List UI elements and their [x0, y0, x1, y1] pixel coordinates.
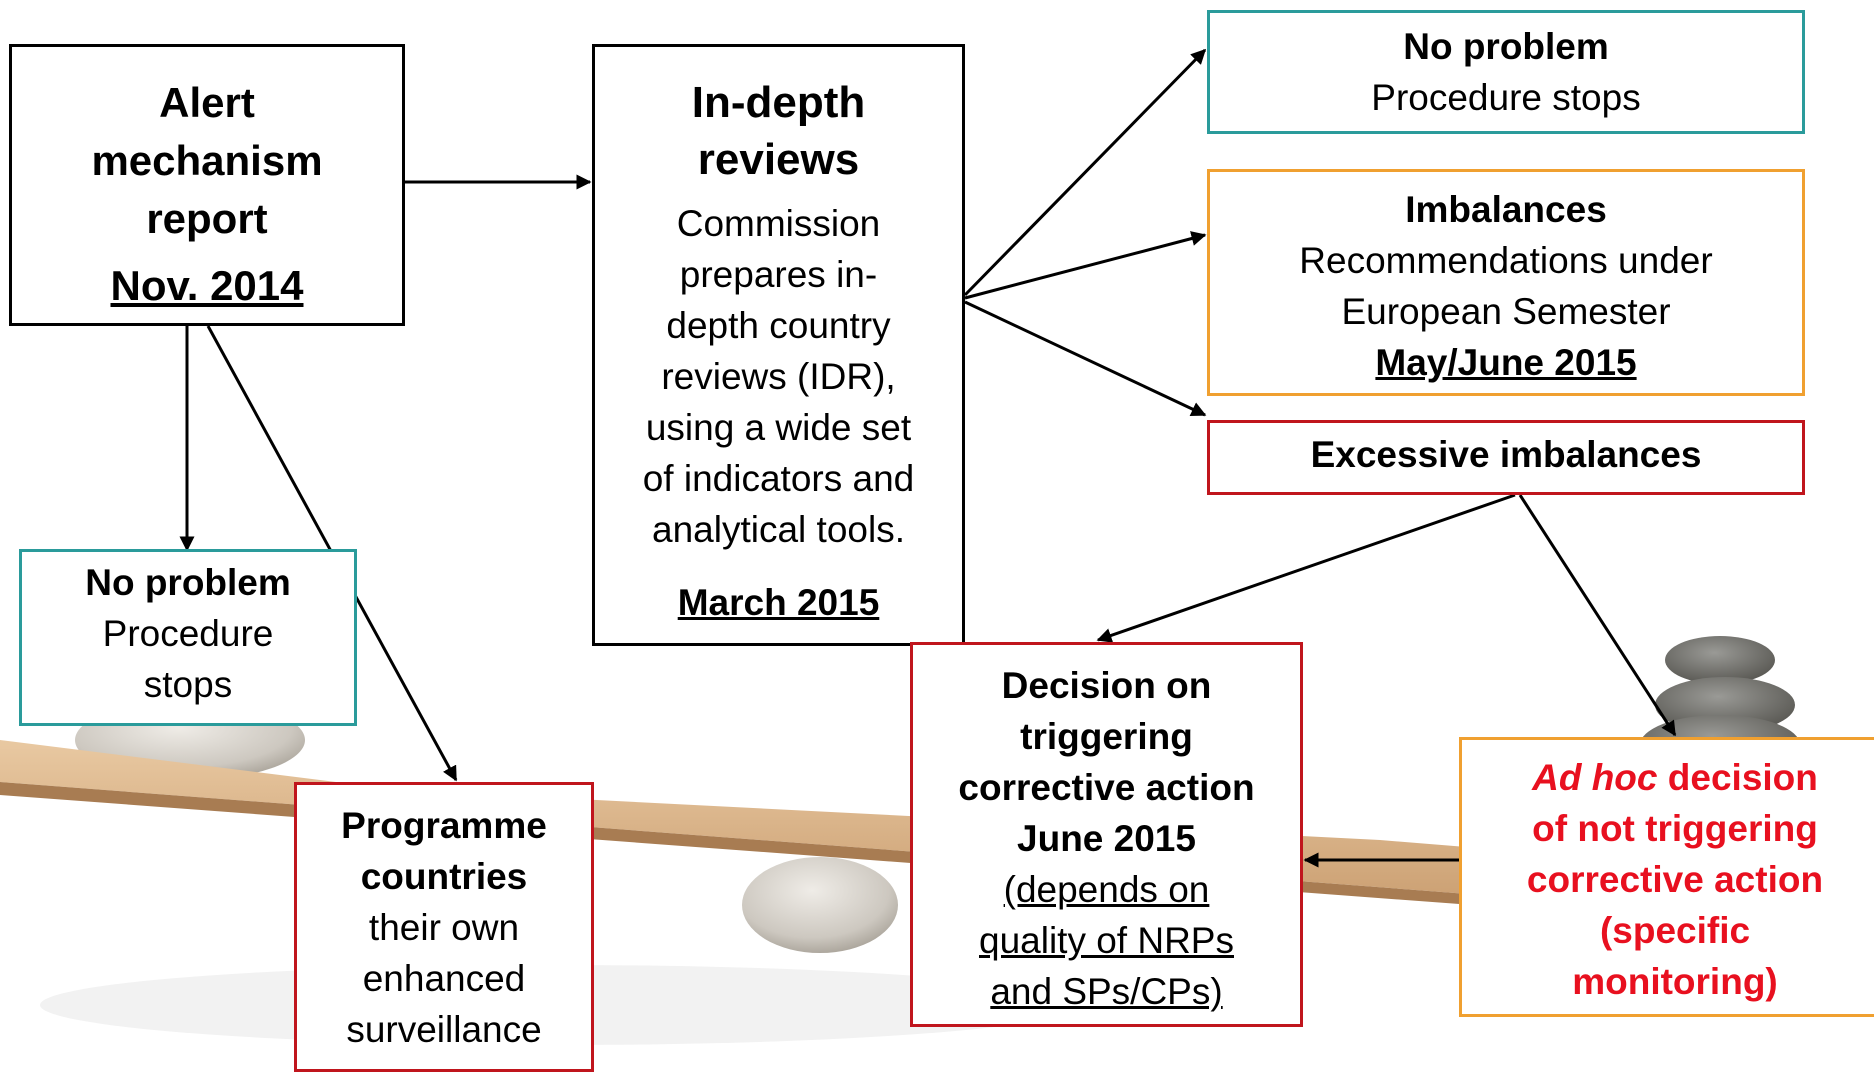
- idr-title-line-2: reviews: [697, 135, 860, 184]
- no-problem-left-body-line-1: Procedure: [102, 613, 274, 654]
- adhoc-line-4: (specific: [1599, 910, 1751, 951]
- adhoc-line-1-rest: decision: [1657, 757, 1818, 798]
- programme-body-line-1: their own: [368, 907, 520, 948]
- arrow-idr-to-excessive: [964, 300, 1207, 417]
- programme-body-line-3: surveillance: [346, 1009, 542, 1050]
- programme-title-line-1: Programme: [341, 805, 547, 846]
- arrow-idr-to-imbalances: [964, 231, 1207, 300]
- decision-title-line-2: triggering: [1020, 716, 1193, 757]
- adhoc-italic: Ad hoc: [1532, 757, 1658, 798]
- excessive-imbalances-title: Excessive imbalances: [1310, 434, 1702, 475]
- stone-right-top: [1665, 636, 1775, 684]
- alert-mechanism-box: Alert mechanism report Nov. 2014: [9, 44, 405, 326]
- ad-hoc-decision-box: Ad hoc decision of not triggering correc…: [1459, 737, 1874, 1017]
- arrow-idr-to-noproblem: [963, 48, 1207, 297]
- idr-body-line-3: depth country: [666, 305, 891, 346]
- idr-body-line-7: analytical tools.: [652, 509, 905, 550]
- no-problem-left-box: No problem Procedure stops: [19, 549, 357, 726]
- idr-body-line-1: Commission: [676, 203, 881, 244]
- programme-countries-box: Programme countries their own enhanced s…: [294, 782, 594, 1072]
- decision-note-line-3: and SPs/CPs): [990, 971, 1223, 1012]
- adhoc-line-1: Ad hoc decision: [1462, 752, 1874, 803]
- decision-corrective-action-box: Decision on triggering corrective action…: [910, 642, 1303, 1027]
- adhoc-line-5: monitoring): [1572, 961, 1778, 1002]
- idr-body-line-6: of indicators and: [642, 458, 915, 499]
- imbalances-body-line-2: European Semester: [1341, 291, 1671, 332]
- excessive-imbalances-box: Excessive imbalances: [1207, 420, 1805, 495]
- decision-note-line-2: quality of NRPs: [979, 920, 1234, 961]
- no-problem-left-title: No problem: [85, 562, 291, 603]
- idr-date: March 2015: [677, 582, 880, 623]
- no-problem-top-box: No problem Procedure stops: [1207, 10, 1805, 134]
- arrow-excessive-to-adhoc: [1518, 494, 1677, 737]
- programme-title-line-2: countries: [360, 856, 528, 897]
- programme-body-line-2: enhanced: [362, 958, 526, 999]
- alert-title-line-1: Alert: [159, 79, 255, 126]
- stone-middle: [742, 857, 898, 953]
- idr-body-line-2: prepares in-: [679, 254, 878, 295]
- idr-body-line-4: reviews (IDR),: [661, 356, 896, 397]
- arrow-excessive-to-decision: [1096, 493, 1516, 643]
- alert-date: Nov. 2014: [110, 262, 304, 309]
- idr-body-line-5: using a wide set: [645, 407, 912, 448]
- imbalances-date: May/June 2015: [1375, 342, 1637, 383]
- decision-title-line-4: June 2015: [1017, 818, 1196, 859]
- imbalances-body-line-1: Recommendations under: [1299, 240, 1713, 281]
- imbalances-box: Imbalances Recommendations under Europea…: [1207, 169, 1805, 396]
- decision-title-line-1: Decision on: [1001, 665, 1212, 706]
- imbalances-title: Imbalances: [1405, 189, 1607, 230]
- in-depth-reviews-box: In-depth reviews Commission prepares in-…: [592, 44, 965, 646]
- alert-title-line-3: report: [146, 195, 268, 242]
- adhoc-line-3: corrective action: [1526, 859, 1824, 900]
- decision-title-line-3: corrective action: [958, 767, 1255, 808]
- adhoc-line-2: of not triggering: [1532, 808, 1818, 849]
- no-problem-left-body-line-2: stops: [143, 664, 233, 705]
- no-problem-top-title: No problem: [1403, 26, 1609, 67]
- decision-note-line-1: (depends on: [1003, 869, 1210, 910]
- alert-title-line-2: mechanism: [91, 137, 323, 184]
- no-problem-top-body: Procedure stops: [1371, 77, 1641, 118]
- idr-title-line-1: In-depth: [691, 78, 866, 127]
